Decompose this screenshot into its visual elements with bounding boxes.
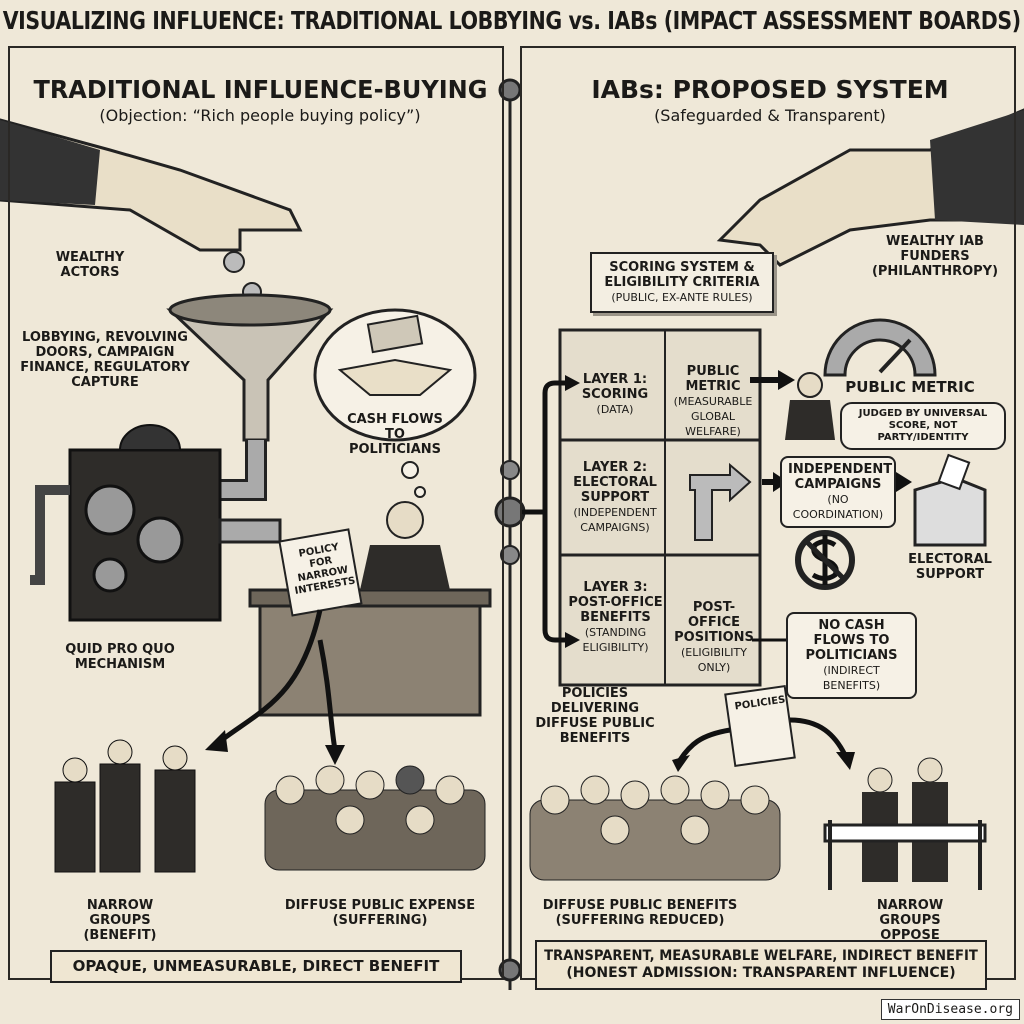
left-panel (8, 46, 504, 980)
right-banner: TRANSPARENT, MEASURABLE WELFARE, INDIREC… (535, 940, 987, 990)
left-heading: TRADITIONAL INFLUENCE-BUYING (33, 74, 487, 104)
right-heading-row: IABs: PROPOSED SYSTEM (540, 74, 1000, 104)
diffuse-benefits-label: DIFFUSE PUBLIC BENEFITS(SUFFERING REDUCE… (542, 898, 738, 928)
post-office-side: POST-OFFICE POSITIONS(ELIGIBILITY ONLY) (674, 600, 754, 674)
policies-label: POLICIES DELIVERING DIFFUSE PUBLIC BENEF… (535, 686, 655, 746)
right-heading: IABs: PROPOSED SYSTEM (591, 74, 949, 104)
page-title: VISUALIZING INFLUENCE: TRADITIONAL LOBBY… (3, 6, 1021, 35)
page-title-row: VISUALIZING INFLUENCE: TRADITIONAL LOBBY… (0, 6, 1024, 35)
diffuse-expense-label: DIFFUSE PUBLIC EXPENSE(SUFFERING) (284, 898, 476, 928)
layer-3-box (558, 553, 762, 687)
politician (386, 501, 424, 539)
left-heading-row: TRADITIONAL INFLUENCE-BUYING (30, 74, 490, 104)
gauge-icon (823, 318, 937, 377)
narrow-groups-figures (54, 739, 196, 873)
gear-icon (500, 545, 520, 565)
public-metric-side: PUBLIC METRIC(MEASURABLE GLOBAL WELFARE) (673, 364, 753, 438)
public-metric-label: PUBLIC METRIC (845, 378, 975, 396)
right-banner-text: TRANSPARENT, MEASURABLE WELFARE, INDIREC… (544, 948, 978, 964)
sleeve (0, 120, 100, 205)
left-subheading: (Objection: “Rich people buying policy”) (99, 106, 421, 125)
politician (797, 372, 823, 398)
layer-3-label: LAYER 3: POST-OFFICE BENEFITS(STANDING E… (568, 580, 663, 654)
layer-2-label: LAYER 2: ELECTORAL SUPPORT(INDEPENDENT C… (573, 460, 657, 534)
happy-crowd (529, 775, 781, 881)
right-subheading: (Safeguarded & Transparent) (654, 106, 886, 125)
gear-icon (500, 460, 520, 480)
quid-pro-quo-label: QUID PRO QUO MECHANISM (65, 642, 175, 672)
left-banner-text: OPAQUE, UNMEASURABLE, DIRECT BENEFIT (72, 957, 440, 975)
mechanisms-label: LOBBYING, REVOLVING DOORS, CAMPAIGN FINA… (20, 330, 190, 390)
narrow-groups-label: NARROW GROUPS(BENEFIT) (83, 898, 157, 943)
no-cash-box: NO CASH FLOWS TO POLITICIANS(INDIRECT BE… (786, 612, 917, 699)
independent-campaigns-box: INDEPENDENT CAMPAIGNS(NO COORDINATION) (780, 456, 896, 528)
gear-icon (92, 557, 128, 593)
cash-flows-label: CASH FLOWS TO POLITICIANS (347, 412, 443, 457)
funders-label: WEALTHY IAB FUNDERS(PHILANTHROPY) (871, 234, 999, 279)
narrow-oppose-label: NARROW GROUPS OPPOSE (876, 898, 944, 943)
barrier-opposition (823, 757, 987, 890)
policies-document (724, 685, 796, 767)
credit-watermark: WarOnDisease.org (880, 999, 1020, 1020)
coin-icon (223, 251, 245, 273)
electoral-support-label: ELECTORAL SUPPORT (908, 552, 992, 582)
gear-icon (84, 484, 136, 536)
gear-icon (136, 516, 184, 564)
wealthy-actors-label: WEALTHY ACTORS (55, 250, 125, 280)
handshake-icon (337, 358, 453, 396)
policy-document (278, 528, 363, 617)
scoring-system-box: SCORING SYSTEM & ELIGIBILITY CRITERIA(PU… (590, 252, 774, 313)
no-cash-icon (795, 530, 855, 590)
right-banner-subtext: (HONEST ADMISSION: TRANSPARENT INFLUENCE… (566, 965, 956, 981)
desk (258, 598, 482, 717)
layer-1-label: LAYER 1: SCORING(DATA) (581, 372, 649, 416)
campaign-sign-icon (689, 462, 752, 541)
layer-2-box (558, 438, 762, 557)
suffering-crowd (264, 765, 486, 871)
judged-speech-bubble: JUDGED BY UNIVERSAL SCORE, NOT PARTY/IDE… (840, 402, 1006, 450)
cash-icon (366, 314, 424, 354)
left-banner: OPAQUE, UNMEASURABLE, DIRECT BENEFIT (50, 950, 462, 983)
layer-1-box (558, 328, 762, 442)
